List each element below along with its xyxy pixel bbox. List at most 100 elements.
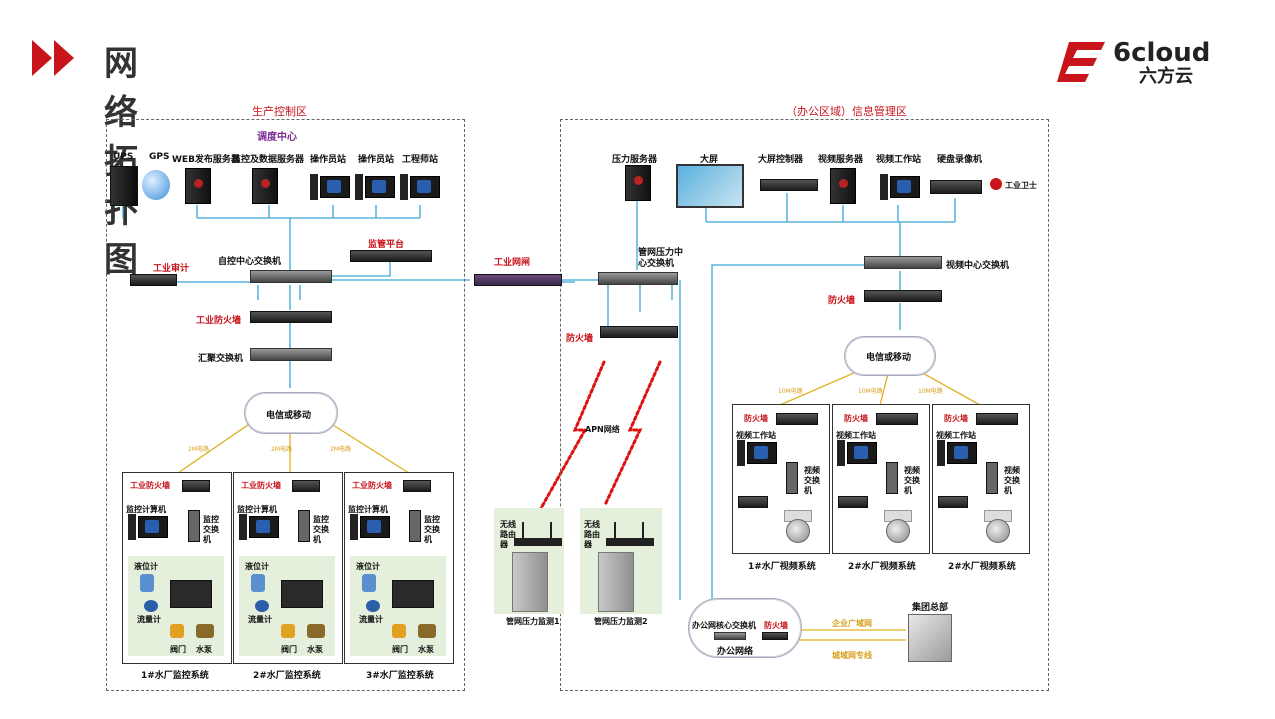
carrier-cloud bbox=[244, 392, 338, 434]
video-switch-icon bbox=[864, 256, 942, 269]
video-plant-firewall-label: 防火墙 bbox=[844, 414, 868, 423]
pump-icon bbox=[307, 624, 325, 638]
video-workstation-icon bbox=[737, 440, 777, 470]
office-cloud-firewall-icon bbox=[762, 632, 788, 640]
metro-line-label: 城域网专线 bbox=[832, 651, 872, 660]
nvr-icon bbox=[738, 496, 768, 508]
monitor-computer-label: 监控计算机 bbox=[126, 505, 166, 514]
dome-camera-icon bbox=[882, 510, 912, 543]
level-meter-label: 液位计 bbox=[134, 562, 158, 571]
production-region-label: 生产控制区 bbox=[252, 105, 307, 118]
plant-firewall-label: 工业防火墙 bbox=[130, 481, 170, 490]
screen-controller-label: 大屏控制器 bbox=[758, 155, 804, 165]
monitor-switch-icon bbox=[409, 510, 421, 542]
pressure-cabinet-icon bbox=[598, 552, 634, 612]
web-server-icon bbox=[185, 168, 211, 204]
pressure-cabinet-icon bbox=[512, 552, 548, 612]
hq-building-icon bbox=[908, 614, 952, 662]
plant-firewall-icon bbox=[292, 480, 320, 492]
flow-meter-label: 流量计 bbox=[248, 615, 272, 624]
production-region bbox=[106, 119, 465, 691]
video-plant-box-3 bbox=[932, 404, 1030, 554]
chevron-icon bbox=[54, 40, 74, 76]
video-plant-firewall-icon bbox=[976, 413, 1018, 425]
gps-icon bbox=[142, 170, 170, 200]
video-server-icon bbox=[830, 168, 856, 204]
screen-controller-icon bbox=[760, 179, 818, 191]
monitor-switch-label: 监控交换机 bbox=[424, 515, 440, 544]
video-plant-name: 2#水厂视频系统 bbox=[848, 562, 916, 572]
valve-icon bbox=[170, 624, 184, 638]
video-workstation-icon bbox=[880, 174, 920, 204]
office-network-cloud bbox=[688, 598, 802, 658]
pump-label: 水泵 bbox=[307, 645, 323, 654]
office-carrier-cloud bbox=[844, 336, 936, 376]
logo-text: 6cloud bbox=[1113, 38, 1211, 68]
apn-label: APN网络 bbox=[585, 425, 620, 434]
flow-meter-icon bbox=[366, 600, 380, 612]
chevron-icon bbox=[32, 40, 52, 76]
wireless-router-icon bbox=[606, 522, 654, 546]
video-plant-switch-icon bbox=[786, 462, 798, 494]
monitor-computer-label: 监控计算机 bbox=[237, 505, 277, 514]
plant-firewall-icon bbox=[403, 480, 431, 492]
aggregation-switch-label: 汇聚交换机 bbox=[198, 354, 244, 364]
level-meter-label: 液位计 bbox=[245, 562, 269, 571]
video-plant-firewall-icon bbox=[876, 413, 918, 425]
video-plant-switch-label: 视频交换机 bbox=[804, 466, 820, 495]
flow-meter-icon bbox=[144, 600, 158, 612]
data-server-label: 监控及数据服务器 bbox=[232, 155, 305, 165]
line-label: 2M电路 bbox=[188, 446, 209, 453]
engineer-station-icon bbox=[400, 174, 440, 204]
video-server-label: 视频服务器 bbox=[818, 155, 864, 165]
flow-meter-label: 流量计 bbox=[359, 615, 383, 624]
logo-subtext: 六方云 bbox=[1139, 66, 1193, 87]
valve-icon bbox=[392, 624, 406, 638]
video-plant-switch-label: 视频交换机 bbox=[1004, 466, 1020, 495]
pump-icon bbox=[418, 624, 436, 638]
engineer-station-label: 工程师站 bbox=[402, 155, 439, 165]
core-switch-icon bbox=[250, 270, 332, 283]
pressure-server-icon bbox=[625, 165, 651, 201]
pump-label: 水泵 bbox=[418, 645, 434, 654]
plant-firewall-icon bbox=[182, 480, 210, 492]
ups-icon bbox=[110, 166, 138, 206]
video-plant-switch-icon bbox=[886, 462, 898, 494]
office-network-label: 办公网络 bbox=[717, 647, 754, 657]
data-server-icon bbox=[252, 168, 278, 204]
enterprise-wan-label: 企业广域网 bbox=[832, 619, 872, 628]
flow-meter-label: 流量计 bbox=[137, 615, 161, 624]
industrial-gatekeeper-label: 工业网闸 bbox=[494, 258, 531, 268]
level-meter-icon bbox=[140, 574, 154, 592]
big-screen-label: 大屏 bbox=[700, 155, 719, 165]
plant-firewall-label: 工业防火墙 bbox=[352, 481, 392, 490]
video-plant-firewall-icon bbox=[776, 413, 818, 425]
nvr-icon bbox=[838, 496, 868, 508]
video-plant-firewall-label: 防火墙 bbox=[944, 414, 968, 423]
pipe-switch-icon bbox=[598, 272, 678, 285]
operator-station-label: 操作员站 bbox=[310, 155, 347, 165]
video-plant-workstation-label: 视频工作站 bbox=[936, 431, 976, 440]
video-plant-name: 2#水厂视频系统 bbox=[948, 562, 1016, 572]
plant-system-name: 2#水厂监控系统 bbox=[253, 671, 321, 681]
dome-camera-icon bbox=[782, 510, 812, 543]
monitor-computer-label: 监控计算机 bbox=[348, 505, 388, 514]
dvr-icon bbox=[930, 180, 982, 194]
plc-icon bbox=[170, 580, 212, 608]
flow-meter-icon bbox=[255, 600, 269, 612]
middle-firewall-icon bbox=[600, 326, 678, 338]
valve-label: 阀门 bbox=[392, 645, 408, 654]
video-plant-box-2 bbox=[832, 404, 930, 554]
industrial-guard-label: 工业卫士 bbox=[1005, 181, 1037, 190]
logo-mark-icon bbox=[1057, 42, 1105, 82]
brand-logo: 6cloud 六方云 bbox=[1055, 38, 1215, 87]
aggregation-switch-icon bbox=[250, 348, 332, 361]
plc-icon bbox=[392, 580, 434, 608]
pressure-server-label: 压力服务器 bbox=[612, 155, 658, 165]
video-plant-box-1 bbox=[732, 404, 830, 554]
middle-firewall-label: 防火墙 bbox=[566, 334, 594, 344]
industrial-firewall-label: 工业防火墙 bbox=[196, 316, 242, 326]
video-switch-label: 视频中心交换机 bbox=[946, 261, 1010, 271]
line-label: 2M电路 bbox=[271, 446, 292, 453]
valve-label: 阀门 bbox=[170, 645, 186, 654]
